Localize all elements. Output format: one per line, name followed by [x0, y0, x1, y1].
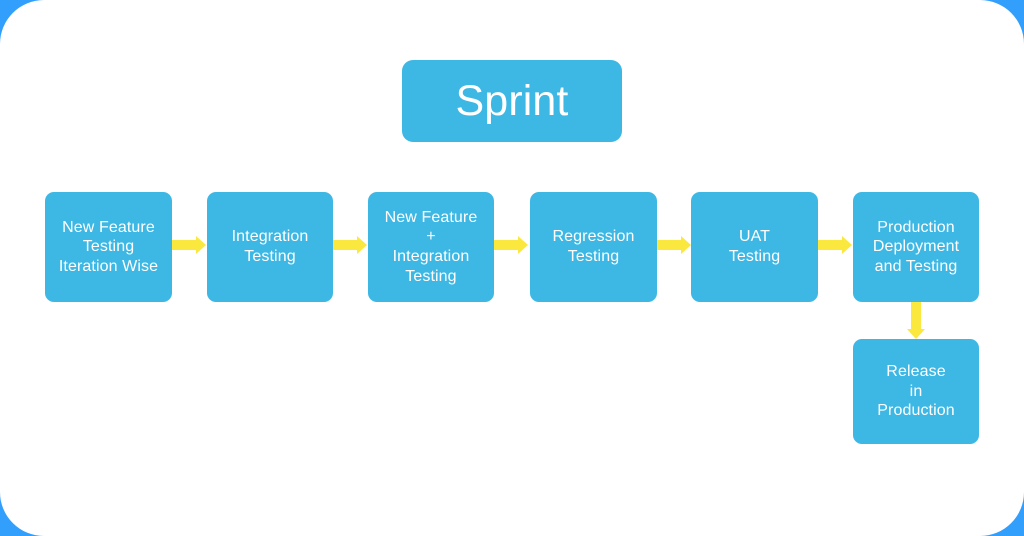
arrow-down-icon-6 [904, 302, 928, 340]
arrow-right-icon-3 [494, 233, 529, 257]
stage-new-feature-testing-iteration-wise[interactable]: New Feature Testing Iteration Wise [45, 192, 172, 302]
stage-regression-testing[interactable]: Regression Testing [530, 192, 657, 302]
arrow-right-icon-5 [818, 233, 853, 257]
arrow-right-icon-4 [657, 233, 692, 257]
stage-production-deployment-and-testing[interactable]: Production Deployment and Testing [853, 192, 979, 302]
stage-new-feature-plus-integration-testing[interactable]: New Feature + Integration Testing [368, 192, 494, 302]
arrow-right-icon-1 [172, 233, 207, 257]
sprint-title-node: Sprint [402, 60, 622, 142]
arrow-right-icon-2 [333, 233, 368, 257]
stage-uat-testing[interactable]: UAT Testing [691, 192, 818, 302]
terminal-release-in-production[interactable]: Release in Production [853, 339, 979, 444]
stage-integration-testing[interactable]: Integration Testing [207, 192, 333, 302]
